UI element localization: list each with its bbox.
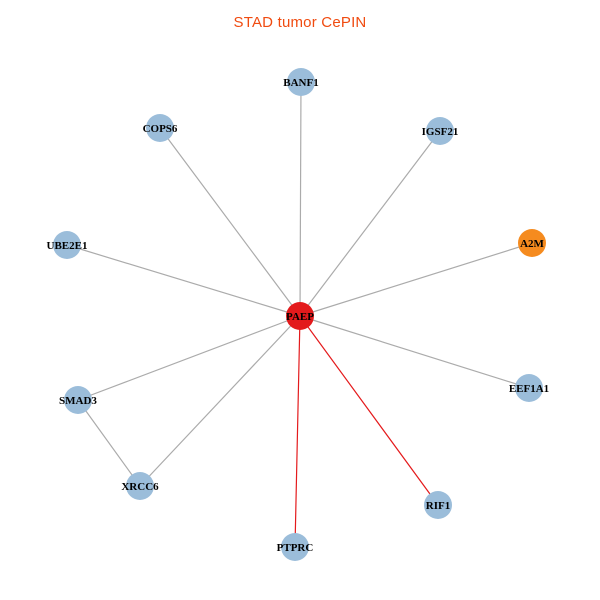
- edge-PAEP-RIF1: [299, 315, 439, 506]
- edge-PAEP-EEF1A1: [299, 315, 530, 389]
- edge-PAEP-SMAD3: [77, 315, 301, 401]
- node-A2M[interactable]: [518, 229, 546, 257]
- node-SMAD3[interactable]: [64, 386, 92, 414]
- chart-title: STAD tumor CePIN: [233, 14, 367, 31]
- node-PTPRC[interactable]: [281, 533, 309, 561]
- edge-PAEP-COPS6: [159, 127, 301, 317]
- edge-PAEP-PTPRC: [294, 315, 301, 548]
- node-IGSF21[interactable]: [426, 117, 454, 145]
- edge-PAEP-BANF1: [299, 81, 302, 317]
- edge-PAEP-IGSF21: [299, 130, 441, 317]
- node-RIF1[interactable]: [424, 491, 452, 519]
- edge-PAEP-UBE2E1: [66, 244, 301, 317]
- node-XRCC6[interactable]: [126, 472, 154, 500]
- node-EEF1A1[interactable]: [515, 374, 543, 402]
- node-UBE2E1[interactable]: [53, 231, 81, 259]
- node-PAEP[interactable]: [286, 302, 314, 330]
- edge-PAEP-XRCC6: [139, 315, 301, 487]
- edge-PAEP-A2M: [299, 242, 533, 317]
- edge-SMAD3-XRCC6: [77, 399, 141, 487]
- node-COPS6[interactable]: [146, 114, 174, 142]
- node-BANF1[interactable]: [287, 68, 315, 96]
